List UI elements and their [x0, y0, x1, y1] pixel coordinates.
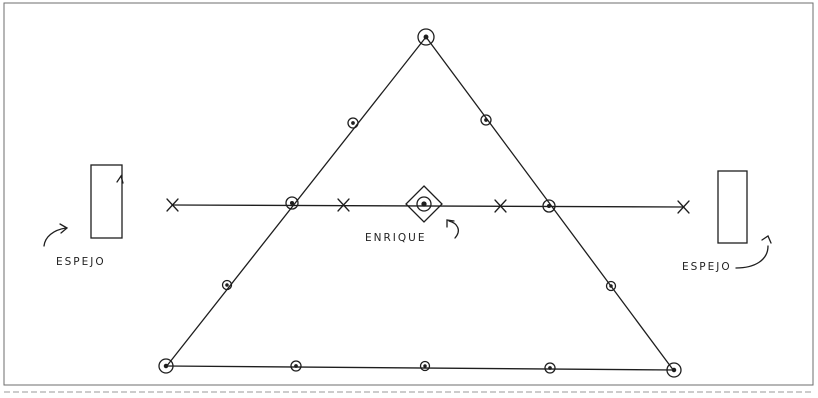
circle-marker-top-vertex — [417, 28, 435, 46]
circle-marker-bottom-left-vertex — [158, 358, 174, 374]
circle-marker-right-middle — [542, 199, 556, 213]
mirror-left-label: ESPEJO — [56, 256, 106, 268]
mirror-left — [90, 164, 124, 239]
x-marker-2 — [337, 198, 350, 212]
frame-border — [3, 2, 814, 386]
horizontal-line — [171, 204, 685, 208]
circle-marker-right-lower — [605, 280, 617, 292]
arrow-right-label — [735, 235, 772, 269]
circle-marker-left-lower — [221, 279, 233, 291]
circle-marker-base-3 — [544, 362, 556, 374]
circle-marker-left-middle — [285, 196, 299, 210]
mirror-right — [717, 170, 748, 244]
arrow-center-label — [446, 219, 459, 239]
triangle-left-edge — [165, 36, 427, 368]
center-label: ENRIQUE — [365, 232, 426, 244]
center-diamond-marker — [405, 185, 443, 223]
circle-marker-base-1 — [290, 360, 302, 372]
arrow-left-label — [43, 223, 69, 247]
circle-marker-right-upper — [480, 114, 492, 126]
triangle-base — [165, 365, 675, 371]
triangle-right-edge — [425, 36, 675, 372]
x-marker-1 — [166, 198, 179, 212]
circle-marker-base-2 — [419, 360, 431, 372]
x-marker-4 — [677, 200, 690, 214]
circle-marker-bottom-right-vertex — [666, 362, 682, 378]
mirror-right-label: ESPEJO — [682, 261, 732, 273]
circle-marker-left-upper — [347, 117, 359, 129]
x-marker-3 — [494, 199, 507, 213]
